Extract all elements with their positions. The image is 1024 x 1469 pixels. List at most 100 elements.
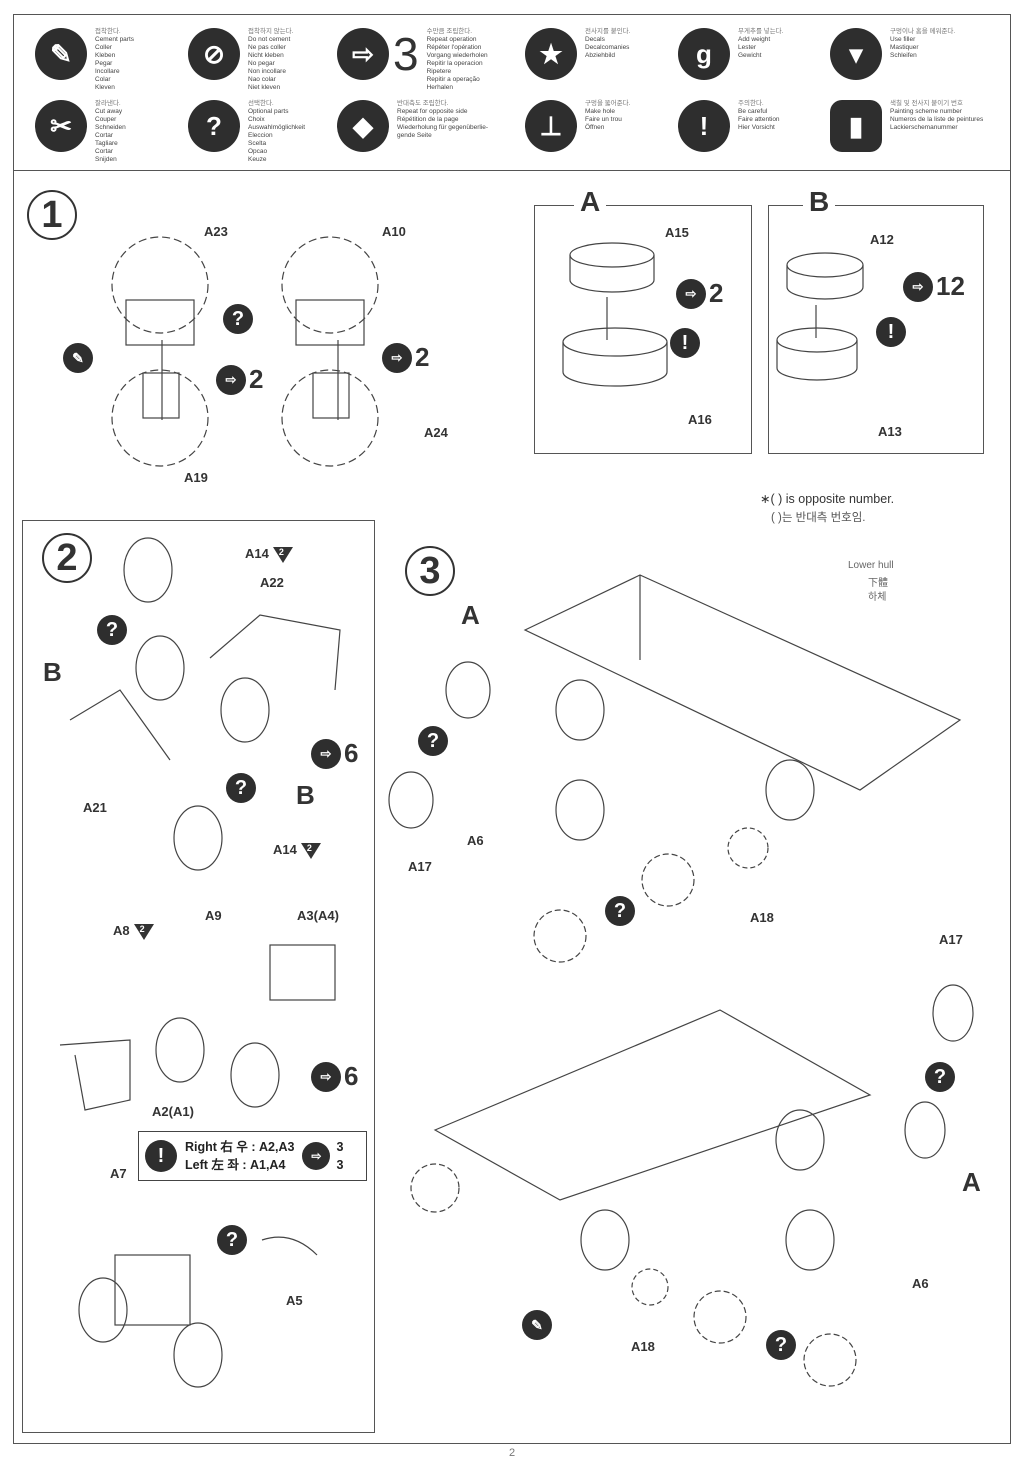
optional-parts-icon: ? [226,773,256,803]
legend-text: 선택한다. Optional parts Choix Auswahlmöglic… [248,100,306,163]
step-2-box [22,520,375,1433]
part-label-a18-top: A18 [750,910,774,925]
repeat-count-lower: ⇨6 [311,1061,358,1092]
page-number: 2 [509,1447,516,1459]
repeat-icon: ⇨ [337,28,389,80]
subassembly-ref-a-bottom: A [962,1167,981,1197]
part-label-a6-bottom: A6 [912,1276,929,1291]
cut-away-icon: ✂ [35,100,87,152]
legend-text: 무게추를 넣는다. Add weight Lester Gewicht [738,28,784,59]
legend-item: g 무게추를 넣는다. Add weight Lester Gewicht [678,28,783,80]
legend-item: ✂ 잘라낸다. Cut away Couper Schneiden Cortar … [35,100,126,164]
legend-text: 주의한다. Be careful Faire attention Hier Vo… [738,100,780,131]
painting-scheme-icon: ▮ [830,100,882,152]
optional-parts-icon: ? [925,1062,955,1092]
sprocket-a23-drawing [111,236,209,346]
repeat-count-left: ⇨2 [216,364,263,395]
subassembly-a-title: A [574,186,607,218]
paint-number-badge: 2 [133,923,154,940]
step-2-number: 2 [42,533,92,583]
part-label-a2-a1: A2(A1) [152,1104,194,1119]
sprocket-a24-drawing [281,369,379,467]
part-label-a16: A16 [688,412,712,427]
legend-text: 잘라낸다. Cut away Couper Schneiden Cortar T… [95,100,126,163]
optional-parts-icon: ? [605,896,635,926]
make-hole-icon: ⊥ [525,100,577,152]
part-label-a5: A5 [286,1293,303,1308]
left-right-parts-info: ! Right 右 우 : A2,A3 Left 左 좌 : A1,A4 ⇨ 3… [138,1131,367,1181]
repeat-icon: ⇨ [676,278,706,309]
part-label-a13: A13 [878,424,902,439]
subassembly-b-box [768,205,984,454]
repeat-icon: ⇨ [216,364,246,395]
part-label-a23: A23 [204,224,228,239]
optional-parts-icon: ? [217,1225,247,1255]
optional-parts-icon: ? [97,615,127,645]
be-careful-icon: ! [678,100,730,152]
subassembly-a-box [534,205,752,454]
part-label-a19: A19 [184,470,208,485]
optional-parts-icon: ? [188,100,240,152]
repeat-icon: ⇨ [903,271,933,302]
repeat-count-a: ⇨2 [676,278,723,309]
legend-item: ✎접착한다. Cement parts Coller Kleben Pegar … [35,28,134,92]
subassembly-ref-a-top: A [461,600,480,630]
legend-item: ⊘접착하지 않는다. Do not cement Ne pas coller N… [188,28,293,92]
part-label-a21: A21 [83,800,107,815]
legend-text: 수만큼 조립한다. Repeat operation Répéter l'opé… [426,28,488,91]
sprocket-a10-drawing [281,236,379,346]
be-careful-icon: ! [670,328,700,358]
sprocket-a19-drawing [111,369,209,467]
lower-hull-label-ko: 하체 [868,592,887,603]
opposite-side-icon: ◆ [337,100,389,152]
part-label-a22: A22 [260,575,284,590]
part-label-a15: A15 [665,225,689,240]
repeat-count-b: ⇨12 [903,271,965,302]
optional-parts-icon: ? [223,304,253,334]
legend-item: ▮ 색칠 및 전사지 붙이기 번호 Painting scheme number … [830,100,983,152]
legend-text: 구멍을 뚫어준다. Make hole Faire un trou Öffnen [585,100,631,131]
legend-item: ⊥ 구멍을 뚫어준다. Make hole Faire un trou Öffne… [525,100,630,152]
page-frame [13,14,1011,1444]
legend-text: 색칠 및 전사지 붙이기 번호 Painting scheme number N… [890,100,984,131]
part-label-a17-top: A17 [408,859,432,874]
cement-icon: ✎ [522,1310,552,1340]
weight-icon: g [678,28,730,80]
repeat-icon: ⇨ [311,738,341,769]
legend-item: ★ 전사지를 붙인다. Decals Decalcomanies Abziehbi… [525,28,630,80]
legend-text: 구멍이나 홈을 메워준다. Use filler Mastiquer Schle… [890,28,956,59]
part-label-a18-bottom: A18 [631,1339,655,1354]
opposite-number-note-ko: ( )는 반대측 번호임. [771,512,866,524]
subassembly-b-title: B [803,186,836,218]
part-label-a9: A9 [205,908,222,923]
legend-text: 전사지를 붙인다. Decals Decalcomanies Abziehbil… [585,28,631,59]
wheel-label-b-left: B [43,657,62,687]
legend-text: 반대측도 조립한다. Repeat for opposite side Répé… [397,100,489,139]
part-label-a24: A24 [424,425,448,440]
part-label-a3-a4: A3(A4) [297,908,339,923]
repeat-count-upper: ⇨6 [311,738,358,769]
part-label-a12: A12 [870,232,894,247]
part-label-a17-bottom: A17 [939,932,963,947]
repeat-icon: ⇨ [302,1142,331,1170]
legend-repeat-count: 3 [393,28,419,80]
legend-divider [13,170,1011,171]
legend-text: 접착하지 않는다. Do not cement Ne pas coller Ni… [248,28,294,91]
cement-icon: ✎ [35,28,87,80]
cement-icon: ✎ [63,343,93,373]
star-decal-icon: ★ [525,28,577,80]
repeat-count-right: ⇨2 [382,342,429,373]
legend-text: 접착한다. Cement parts Coller Kleben Pegar I… [95,28,135,91]
repeat-icon: ⇨ [382,342,412,373]
filler-icon: ▾ [830,28,882,80]
legend-item: ▾ 구멍이나 홈을 메워준다. Use filler Mastiquer Schl… [830,28,955,80]
opposite-number-note: ∗( ) is opposite number. [760,492,895,506]
repeat-icon: ⇨ [311,1061,341,1092]
lower-hull-label-cn: 下體 [868,578,888,589]
be-careful-icon: ! [145,1140,177,1172]
step-3-number: 3 [405,546,455,596]
